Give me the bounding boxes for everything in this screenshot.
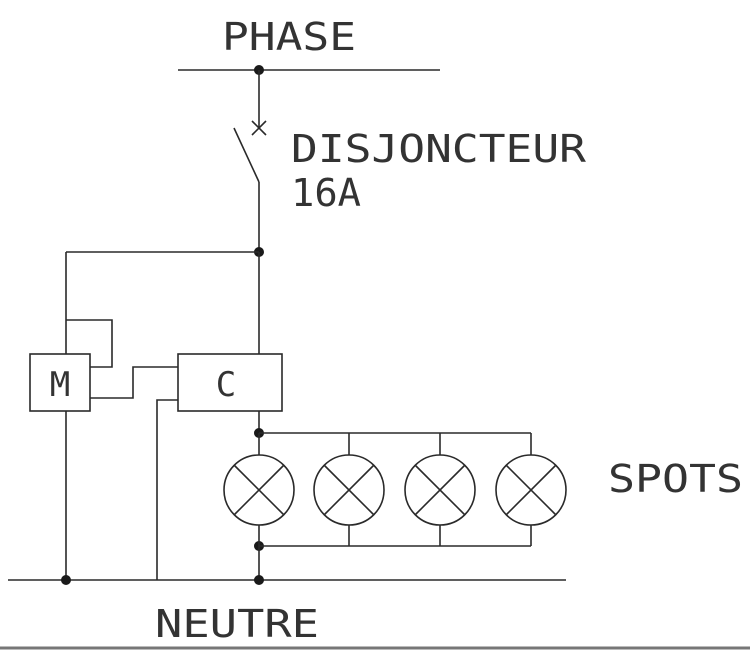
breaker-rating-label: 16A	[291, 171, 361, 215]
breaker-cross-b	[251, 120, 267, 136]
spot-lamp-1	[223, 433, 295, 546]
contactor-box	[177, 353, 283, 412]
spot-lamp-4	[495, 433, 567, 546]
neutral-spots-dot	[254, 575, 264, 585]
circuit-breaker	[233, 70, 267, 252]
neutral-label: NEUTRE	[155, 602, 319, 646]
motor-box	[29, 353, 91, 412]
breaker-label: DISJONCTEUR	[291, 127, 586, 171]
spot-lamp-3	[404, 433, 476, 546]
contactor-label: C	[216, 365, 236, 405]
motor-label: M	[50, 365, 70, 405]
neutral-motor-dot	[61, 575, 71, 585]
motor-loop-wire	[66, 319, 113, 368]
motor: M	[29, 353, 91, 412]
spot-lamp-2	[313, 433, 385, 546]
phase-label: PHASE	[222, 15, 356, 59]
breaker-blade	[233, 127, 260, 183]
motor-contactor-link	[90, 366, 178, 399]
contactor-neutral-wire	[156, 399, 178, 580]
contactor: C	[177, 353, 283, 412]
spots-label: SPOTS	[608, 457, 743, 501]
